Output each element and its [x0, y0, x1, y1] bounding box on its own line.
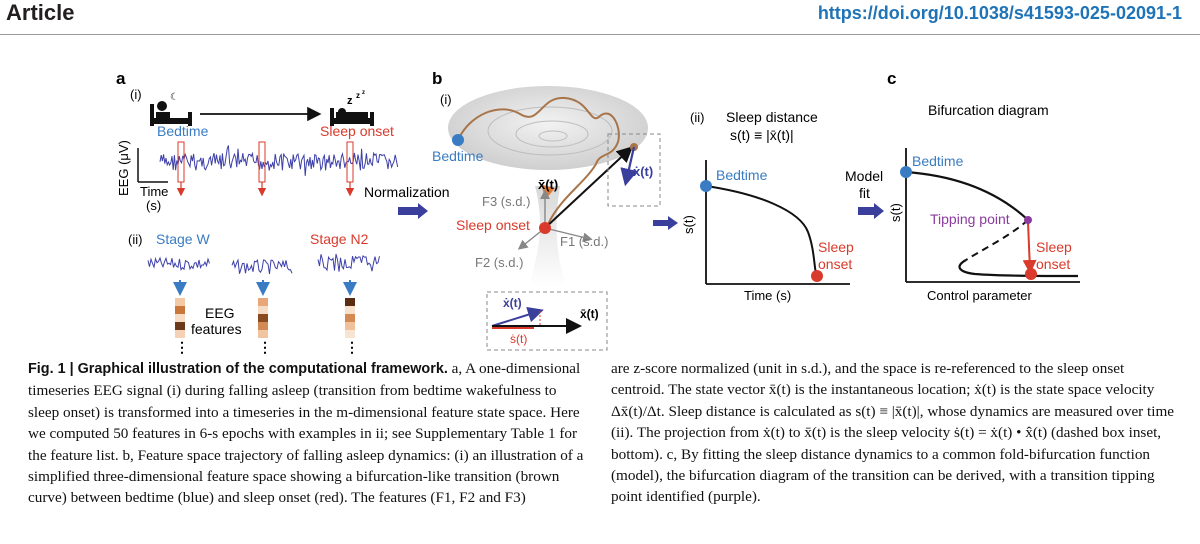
caption-title: Fig. 1 | Graphical illustration of the c…	[28, 361, 448, 377]
doi-link[interactable]: https://doi.org/10.1038/s41593-025-02091…	[817, 3, 1182, 23]
dots-w: ⋮	[175, 339, 189, 355]
eeg-axis-label: EEG (μV)	[116, 140, 131, 196]
mid-stage-trace	[231, 258, 293, 275]
panel-a-sub-i: (i)	[130, 87, 142, 102]
panel-b-bedtime-label: Bedtime	[432, 148, 484, 164]
bedtime-point	[452, 134, 464, 146]
svg-text:z: z	[356, 91, 360, 100]
figure-1: a (i) ☾ z z z Bedtime Sleep onset EEG (μ…	[116, 69, 1080, 355]
bd-onset-label: onset	[1036, 256, 1070, 272]
f1-axis	[544, 227, 593, 243]
panel-b-sub-ii: (ii)	[690, 110, 704, 125]
panel-b-sleep-onset-label: Sleep onset	[456, 217, 530, 233]
panel-b-sub-i: (i)	[440, 92, 452, 107]
f3-label: F3 (s.d.)	[482, 194, 530, 209]
bd-sleep-label: Sleep	[1036, 239, 1072, 255]
time-unit-label: (s)	[146, 198, 161, 213]
sd-bedtime-point	[700, 180, 712, 192]
bd-bedtime-point	[900, 166, 912, 178]
velocity-label: ẋ(t)	[633, 164, 653, 179]
f1-label: F1 (s.d.)	[560, 234, 608, 249]
sd-sleep-label: Sleep	[818, 239, 854, 255]
unstable-branch	[965, 219, 1029, 261]
sd-bedtime-label: Bedtime	[716, 167, 768, 183]
sleep-distance-curve	[705, 185, 817, 275]
epoch-markers	[176, 141, 355, 197]
panel-a-sub-ii: (ii)	[128, 232, 142, 247]
stage-n2-label: Stage N2	[310, 231, 369, 247]
sd-x-label: Time (s)	[744, 288, 791, 303]
feature-vector-n2	[345, 298, 355, 338]
panel-c: c Bifurcation diagram s(t) Control param…	[887, 69, 1080, 303]
caption-left-column: Fig. 1 | Graphical illustration of the c…	[28, 358, 584, 509]
bd-y-label: s(t)	[888, 203, 903, 222]
projection-inset	[486, 291, 608, 351]
dots-mid: ⋮	[258, 339, 272, 355]
bed-asleep-icon: z z z	[330, 90, 374, 126]
stable-lower-branch	[958, 259, 1079, 278]
f2-label: F2 (s.d.)	[475, 255, 523, 270]
to-sleep-distance-arrow	[653, 216, 678, 230]
inset-velocity-label: ẋ(t)	[503, 296, 522, 310]
panel-b: b (i) Bedtime F3 (s.d.) F1 (s.d.) F2 (s.…	[432, 69, 854, 351]
model-fit-label-2: fit	[859, 185, 870, 201]
model-fit-arrow	[858, 203, 884, 219]
time-label: Time	[140, 184, 168, 199]
sd-y-label: s(t)	[681, 215, 696, 234]
dots-n2: ⋮	[345, 339, 359, 355]
caption-left-text: a, A one-dimensional timeseries EEG sign…	[28, 360, 584, 507]
sleep-distance-title: Sleep distance	[726, 109, 818, 125]
velocity-box	[607, 133, 661, 207]
svg-text:☾: ☾	[170, 92, 179, 103]
page-header: Article https://doi.org/10.1038/s41593-0…	[0, 0, 1200, 34]
sd-onset-label: onset	[818, 256, 852, 272]
trajectory-curve	[457, 96, 620, 225]
svg-text:z: z	[362, 90, 365, 96]
state-vector-label: x̄(t)	[538, 177, 558, 192]
bd-onset-point	[1025, 268, 1037, 280]
sleep-onset-point	[539, 222, 551, 234]
caption-right-column: are z-score normalized (unit in s.d.), a…	[611, 360, 1175, 506]
bd-bedtime-label: Bedtime	[912, 153, 964, 169]
normalization-arrow	[398, 203, 428, 219]
stage-w-trace	[147, 256, 210, 271]
header-divider	[0, 34, 1200, 35]
zzz-text: z	[347, 95, 353, 107]
normalization-label: Normalization	[364, 184, 450, 200]
attractor-disk	[448, 86, 648, 170]
velocity-arrow	[620, 146, 638, 187]
attractor-stem	[530, 186, 566, 286]
inset-state-label: x̄(t)	[580, 307, 599, 321]
panel-b-label: b	[432, 69, 442, 88]
transition-jump-arrow	[1022, 221, 1037, 274]
panel-a: a (i) ☾ z z z Bedtime Sleep onset EEG (μ…	[116, 69, 399, 355]
tipping-point-label: Tipping point	[930, 211, 1010, 227]
inset-velocity-arrow	[491, 306, 544, 327]
eeg-features-label-1: EEG	[205, 305, 235, 321]
eeg-features-label-2: features	[191, 321, 242, 337]
stage-n2-trace	[317, 253, 380, 272]
panel-a-label: a	[116, 69, 126, 88]
article-label: Article	[6, 0, 75, 25]
sleep-distance-eq: s(t) ≡ |x̄(t)|	[730, 127, 794, 143]
sleep-onset-label: Sleep onset	[320, 123, 394, 139]
stage-w-label: Stage W	[156, 231, 210, 247]
inset-sdot-label: ṡ(t)	[510, 332, 527, 346]
panel-c-label: c	[887, 69, 896, 88]
tipping-point	[1024, 216, 1032, 224]
model-fit-label-1: Model	[845, 168, 883, 184]
bed-awake-icon: ☾	[150, 92, 192, 126]
bedtime-label: Bedtime	[157, 123, 209, 139]
eeg-signal-trace	[159, 145, 399, 176]
feature-vector-mid	[258, 298, 268, 338]
stable-upper-branch	[905, 170, 1029, 221]
state-vector-arrow	[544, 146, 633, 229]
bifurcation-title: Bifurcation diagram	[928, 102, 1049, 118]
sd-onset-point	[811, 270, 823, 282]
feature-vector-w	[175, 298, 185, 338]
bd-x-label: Control parameter	[927, 288, 1032, 303]
